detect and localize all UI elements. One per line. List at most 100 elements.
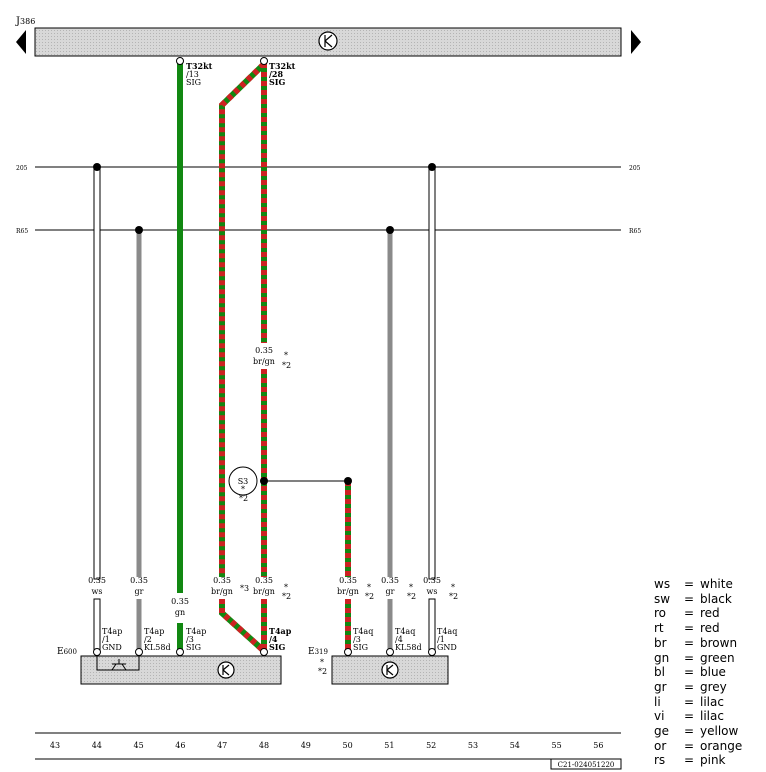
svg-text:gr: gr — [135, 587, 144, 596]
legend-code: li — [654, 694, 661, 709]
legend-code: ro — [654, 606, 667, 621]
legend-color-name: white — [700, 577, 733, 591]
legend-color-name: black — [700, 591, 732, 606]
legend-color-name: lilac — [700, 694, 724, 709]
svg-text:*: * — [451, 583, 455, 592]
pin-label-t4ap-2: T4ap /2 KL58d — [144, 627, 171, 652]
legend-code: rt — [654, 621, 664, 636]
column-number: 45 — [134, 741, 144, 750]
svg-text:T4ap: T4ap — [102, 627, 122, 636]
svg-text:0.35: 0.35 — [213, 576, 231, 585]
legend-row: vi=lilac — [654, 709, 764, 724]
svg-text:/4: /4 — [395, 635, 403, 644]
column-number: 47 — [217, 741, 227, 750]
legend-code: ge — [654, 724, 669, 739]
column-number: 55 — [552, 741, 562, 750]
legend-row: gn=green — [654, 651, 764, 666]
svg-text:0.35: 0.35 — [339, 576, 357, 585]
svg-text:/1: /1 — [102, 635, 110, 644]
module-e319: E319 * *2 — [308, 647, 449, 685]
pin-label-t4ap-4: T4ap /4 SIG — [269, 626, 292, 652]
rail-205-left-label: 205 — [16, 165, 28, 172]
column-number: 49 — [301, 741, 311, 750]
control-module-j386: J386 — [15, 16, 641, 57]
svg-text:br/gn: br/gn — [337, 587, 359, 596]
svg-text:*: * — [284, 583, 288, 592]
splice-s3-label: S3 — [238, 477, 249, 486]
bottom-pin-dots — [93, 648, 436, 656]
legend-row: rs=pink — [654, 753, 764, 768]
svg-text:SIG: SIG — [269, 77, 286, 87]
svg-text:*2: *2 — [365, 592, 374, 601]
legend-row: li=lilac — [654, 695, 764, 710]
svg-text:SIG: SIG — [186, 78, 201, 87]
legend-row: br=brown — [654, 636, 764, 651]
transistor-icon — [96, 651, 140, 671]
svg-text:/28: /28 — [269, 69, 283, 79]
svg-text:GND: GND — [437, 643, 457, 652]
column-number: 46 — [175, 741, 185, 750]
top-pin-label-13: T32kt /13 SIG — [186, 61, 213, 87]
rail-r65-left-label: R65 — [16, 228, 28, 235]
legend-equals: = — [684, 635, 695, 650]
svg-text:br/gn: br/gn — [211, 587, 233, 596]
legend-color-name: pink — [700, 753, 726, 768]
wire-label-52: 0.35 ws * *2 — [423, 576, 458, 601]
svg-text:/13: /13 — [186, 70, 199, 79]
svg-text:br/gn: br/gn — [253, 587, 275, 596]
electronic-module-icon — [381, 661, 399, 679]
svg-text:T4ap: T4ap — [269, 626, 292, 636]
column-number: 52 — [426, 741, 436, 750]
svg-text:T32kt: T32kt — [186, 61, 213, 71]
svg-text:KL58d: KL58d — [395, 643, 422, 652]
svg-text:0.35: 0.35 — [423, 576, 441, 585]
wire-label-48: 0.35 br/gn * *2 — [253, 576, 291, 601]
legend-row: ge = yellow — [654, 724, 764, 739]
svg-text:*: * — [367, 583, 371, 592]
legend-equals: = — [684, 724, 695, 739]
wire-label-44: 0.35 ws — [88, 576, 106, 596]
splice-junction-dot — [260, 477, 268, 485]
wire-label-51: 0.35 gr * *2 — [381, 576, 416, 601]
svg-text:0.35: 0.35 — [171, 597, 189, 606]
legend-code: bl — [654, 665, 665, 680]
legend-equals: = — [684, 591, 695, 606]
svg-text:T4ap: T4ap — [186, 627, 206, 636]
svg-text:*2: *2 — [282, 592, 291, 601]
svg-text:T4ap: T4ap — [144, 627, 164, 636]
column-number: 43 — [50, 741, 60, 750]
legend-color-name: lilac — [700, 709, 724, 724]
column-number: 53 — [468, 741, 478, 750]
svg-text:0.35: 0.35 — [88, 576, 106, 585]
svg-text:0.35: 0.35 — [255, 346, 273, 355]
legend-code: or — [654, 738, 667, 753]
column-number: 56 — [593, 741, 603, 750]
svg-text:gr: gr — [386, 587, 395, 596]
svg-text:T4aq: T4aq — [353, 627, 373, 636]
legend-code: rs — [654, 753, 666, 768]
svg-text:SIG: SIG — [186, 643, 201, 652]
module-e600-label: E600 — [57, 647, 77, 657]
svg-text:*3: *3 — [240, 584, 249, 593]
column-number: 54 — [510, 741, 520, 750]
splice-s3-star: * — [241, 485, 245, 494]
module-e600: E600 — [57, 647, 282, 685]
svg-text:gn: gn — [175, 608, 185, 617]
pin-label-t4ap-1: T4ap /1 GND — [102, 627, 122, 652]
splice-s3-note: *2 — [239, 494, 248, 503]
svg-text:/3: /3 — [353, 635, 361, 644]
junction-dots — [93, 163, 436, 485]
column-number: 50 — [343, 741, 353, 750]
svg-text:br/gn: br/gn — [253, 357, 275, 366]
svg-text:0.35: 0.35 — [255, 576, 273, 585]
svg-text:/1: /1 — [437, 635, 445, 644]
legend-row: rt=red — [654, 621, 764, 636]
pin-label-t4aq-4: T4aq /4 KL58d — [395, 627, 422, 652]
svg-text:*: * — [284, 351, 288, 360]
legend-color-name: brown — [700, 635, 738, 650]
legend-color-name: yellow — [700, 724, 739, 739]
rail-205-right-label: 205 — [629, 165, 641, 172]
svg-text:*: * — [409, 583, 413, 592]
